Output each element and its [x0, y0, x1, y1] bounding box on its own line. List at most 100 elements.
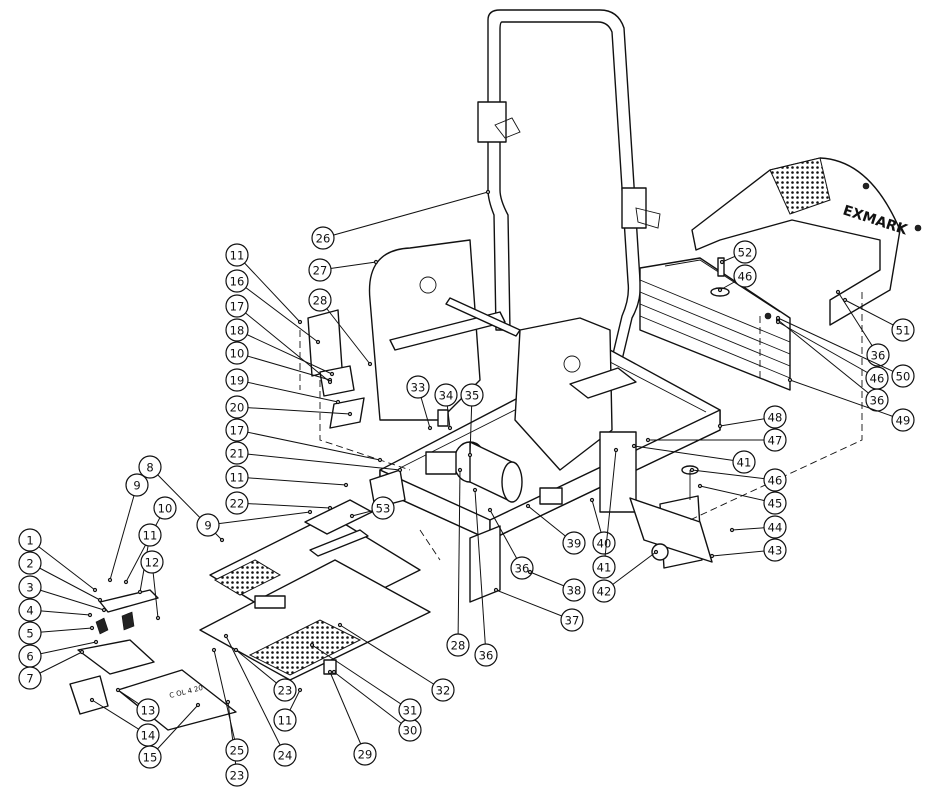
callout-circle — [225, 491, 249, 515]
callout-number: 51 — [896, 324, 911, 338]
callout-number: 10 — [158, 502, 173, 516]
cooler-fins — [639, 257, 791, 391]
callout-number: 9 — [204, 519, 211, 533]
pedal-assembly: C OL 4 20 — [69, 589, 237, 731]
leader-tip — [327, 505, 333, 511]
callout-number: 8 — [146, 461, 153, 475]
callout-c52: 52 — [719, 240, 757, 265]
callout-circle — [763, 515, 787, 539]
callout-circle — [733, 264, 757, 288]
callout-circle — [446, 633, 470, 657]
leader-tip — [123, 579, 129, 585]
leader-tip — [92, 587, 98, 593]
leader-tip — [689, 467, 695, 473]
callout-c23b: 23 — [225, 699, 249, 787]
leader-line — [333, 671, 411, 731]
callout-number: 36 — [479, 649, 494, 663]
callout-number: 38 — [567, 584, 582, 598]
callout-number: 41 — [737, 456, 752, 470]
callout-circle — [225, 341, 249, 365]
callout-circle — [371, 496, 395, 520]
callout-c10b: 10 — [225, 341, 333, 383]
callout-circle — [225, 269, 249, 293]
leader-tip — [377, 457, 383, 463]
leader-line — [29, 586, 105, 611]
leader-tip — [97, 597, 103, 603]
leader-tip — [79, 649, 85, 655]
callout-c36b: 36 — [472, 487, 498, 667]
leader-tip — [645, 437, 651, 443]
floor-pan — [199, 469, 431, 681]
leader-tip — [373, 259, 379, 265]
callout-c5: 5 — [18, 621, 95, 645]
callout-circle — [225, 243, 249, 267]
callout-number: 1 — [26, 534, 33, 548]
callout-number: 10 — [230, 347, 245, 361]
callout-c35: 35 — [460, 383, 484, 458]
callout-c1: 1 — [18, 528, 98, 593]
callout-number: 24 — [278, 749, 293, 763]
callout-c46a: 46 — [689, 467, 787, 492]
callout-number: 52 — [738, 246, 753, 260]
rear-hood: EXMARK — [691, 157, 910, 326]
leader-tip — [367, 361, 373, 367]
leader-line — [236, 352, 331, 381]
callout-circle — [225, 441, 249, 465]
leader-tip — [89, 697, 95, 703]
callout-circle — [891, 364, 915, 388]
callout-c11c: 11 — [225, 465, 349, 489]
leader-tip — [107, 577, 113, 583]
callout-c10a: 10 — [123, 496, 177, 585]
callout-circle — [18, 575, 42, 599]
callout-number: 49 — [896, 414, 911, 428]
callout-c17a: 17 — [225, 294, 333, 385]
leader-line — [207, 511, 311, 526]
rear-bumper — [629, 497, 713, 563]
leader-line — [236, 429, 381, 461]
leader-tip — [347, 411, 353, 417]
callout-circle — [125, 473, 149, 497]
leader-tip — [631, 443, 637, 449]
leader-tip — [653, 549, 659, 555]
callout-circle — [225, 418, 249, 442]
leader-tip — [219, 537, 225, 543]
callout-circle — [562, 578, 586, 602]
callout-circle — [196, 513, 220, 537]
callout-number: 46 — [738, 270, 753, 284]
callout-circle — [308, 258, 332, 282]
leader-tip — [307, 509, 313, 515]
callout-c11d: 11 — [273, 687, 303, 732]
callout-c13: 13 — [115, 687, 160, 722]
callout-number: 50 — [896, 370, 911, 384]
callout-circle — [763, 428, 787, 452]
callout-number: 46 — [768, 474, 783, 488]
callout-c28a: 28 — [308, 288, 373, 367]
callout-circle — [560, 608, 584, 632]
leader-tip — [472, 487, 478, 493]
callout-number: 11 — [278, 714, 293, 728]
callout-number: 39 — [567, 537, 582, 551]
leader-tip — [527, 569, 533, 575]
leader-line — [699, 485, 776, 504]
leader-tip — [309, 642, 315, 648]
callout-c23a: 23 — [233, 647, 297, 702]
callout-circle — [592, 555, 616, 579]
callout-number: 34 — [439, 389, 454, 403]
callout-c32: 32 — [337, 622, 455, 702]
callout-number: 6 — [26, 650, 33, 664]
leader-tip — [87, 612, 93, 618]
callout-circle — [562, 531, 586, 555]
callout-c29: 29 — [327, 669, 377, 766]
leader-line — [29, 562, 101, 601]
leader-tip — [327, 379, 333, 385]
leader-line — [474, 489, 487, 656]
callout-number: 17 — [230, 424, 245, 438]
callout-number: 36 — [515, 562, 530, 576]
leader-line — [633, 445, 745, 463]
leader-line — [603, 449, 617, 568]
leader-line — [777, 321, 878, 379]
callout-number: 2 — [26, 557, 33, 571]
callout-c9a: 9 — [107, 473, 149, 583]
callout-number: 19 — [230, 374, 245, 388]
callout-circle — [398, 698, 422, 722]
